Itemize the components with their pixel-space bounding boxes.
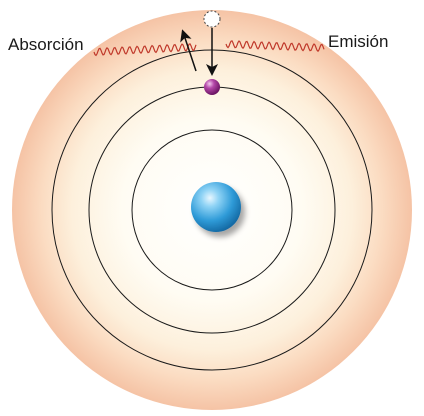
emission-photon-wave bbox=[225, 40, 325, 53]
excited-electron-icon bbox=[203, 10, 221, 28]
absorption-label: Absorción bbox=[8, 35, 84, 54]
absorption-photon-wave bbox=[93, 43, 197, 57]
electron-icon bbox=[204, 79, 220, 95]
absorption-arrow bbox=[180, 29, 197, 72]
emission-label: Emisión bbox=[328, 32, 388, 51]
nucleus-icon bbox=[191, 182, 241, 232]
orbit-1 bbox=[131, 129, 293, 291]
